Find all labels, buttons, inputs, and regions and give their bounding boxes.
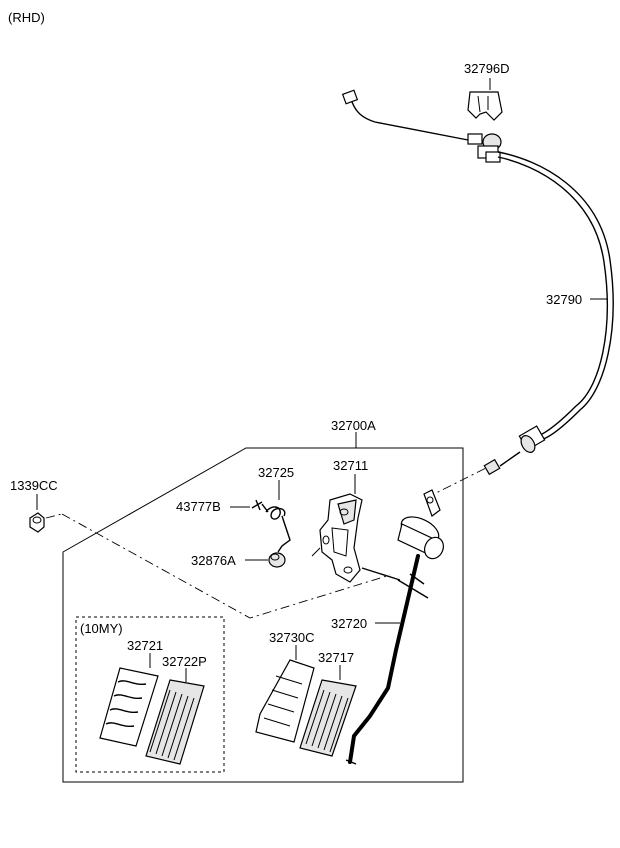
- label-1339CC: 1339CC: [10, 478, 58, 493]
- pedal-pad-32717: [299, 679, 357, 757]
- pedal-pad-32722P: [145, 679, 205, 765]
- label-32700A: 32700A: [331, 418, 376, 433]
- label-32876A: 32876A: [191, 553, 236, 568]
- cable-clip: [467, 91, 503, 121]
- assembly-box: [62, 447, 464, 783]
- label-32720: 32720: [331, 616, 367, 631]
- accelerator-cable: [341, 89, 614, 476]
- nut-1339CC: [29, 512, 45, 533]
- pedal-arm: [345, 489, 444, 765]
- variant-label: (RHD): [8, 10, 45, 25]
- pedal-pad-32730C: [255, 659, 315, 743]
- label-32790: 32790: [546, 292, 582, 307]
- label-43777B: 43777B: [176, 499, 221, 514]
- label-32730C: 32730C: [269, 630, 315, 645]
- return-spring: [261, 503, 291, 553]
- pedal-bracket: [311, 493, 401, 583]
- label-32711: 32711: [333, 458, 368, 473]
- reference-lines: [45, 467, 487, 619]
- model-year-box: [75, 616, 225, 773]
- label-32725: 32725: [258, 465, 294, 480]
- label-32721: 32721: [127, 638, 163, 653]
- pedal-pad-32721: [99, 667, 159, 747]
- stopper-32876A: [268, 552, 286, 568]
- label-10MY: (10MY): [80, 621, 123, 636]
- label-32717: 32717: [318, 650, 354, 665]
- label-32796D: 32796D: [464, 61, 510, 76]
- pin-43777B: [251, 499, 263, 511]
- label-32722P: 32722P: [162, 654, 207, 669]
